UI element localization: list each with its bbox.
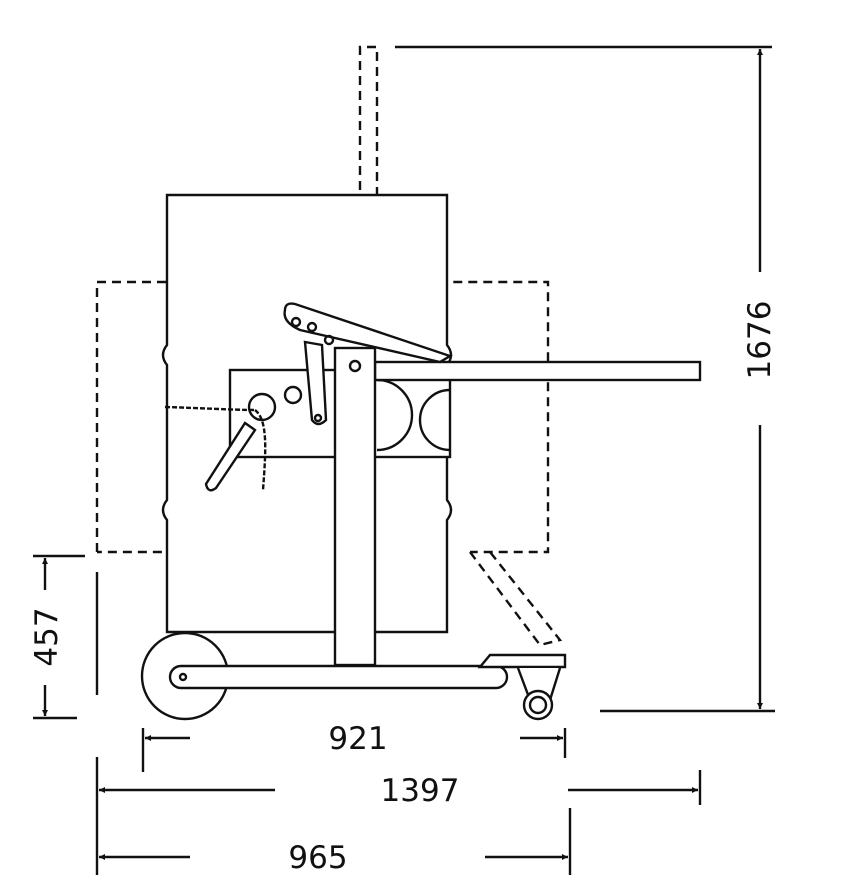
- dimension-lift-height: 457: [29, 554, 99, 720]
- handle-bar: [373, 360, 702, 382]
- caster-plate: [477, 653, 567, 669]
- drum-cradle: [376, 378, 451, 452]
- lever-plate: [283, 302, 453, 364]
- dimension-overall-height: 1676: [395, 45, 778, 713]
- dimension-overall-length: 1397: [95, 757, 702, 875]
- lever-link: [303, 340, 328, 426]
- chain-clamp: [164, 392, 277, 492]
- lever-hole: [323, 334, 335, 346]
- dimension-wheelbase: 921: [141, 721, 567, 772]
- lever-hole: [306, 321, 318, 333]
- dimension-label: 965: [288, 840, 347, 876]
- dimension-label: 1397: [381, 773, 460, 809]
- dimension-label: 921: [328, 721, 387, 757]
- lever-hole: [290, 316, 302, 328]
- plate-hole: [283, 385, 303, 405]
- dimension-base-length: 965: [99, 808, 572, 876]
- dimension-label: 1676: [742, 301, 778, 380]
- base-frame: [168, 664, 509, 690]
- mast: [333, 346, 377, 667]
- dimension-label: 457: [29, 607, 65, 666]
